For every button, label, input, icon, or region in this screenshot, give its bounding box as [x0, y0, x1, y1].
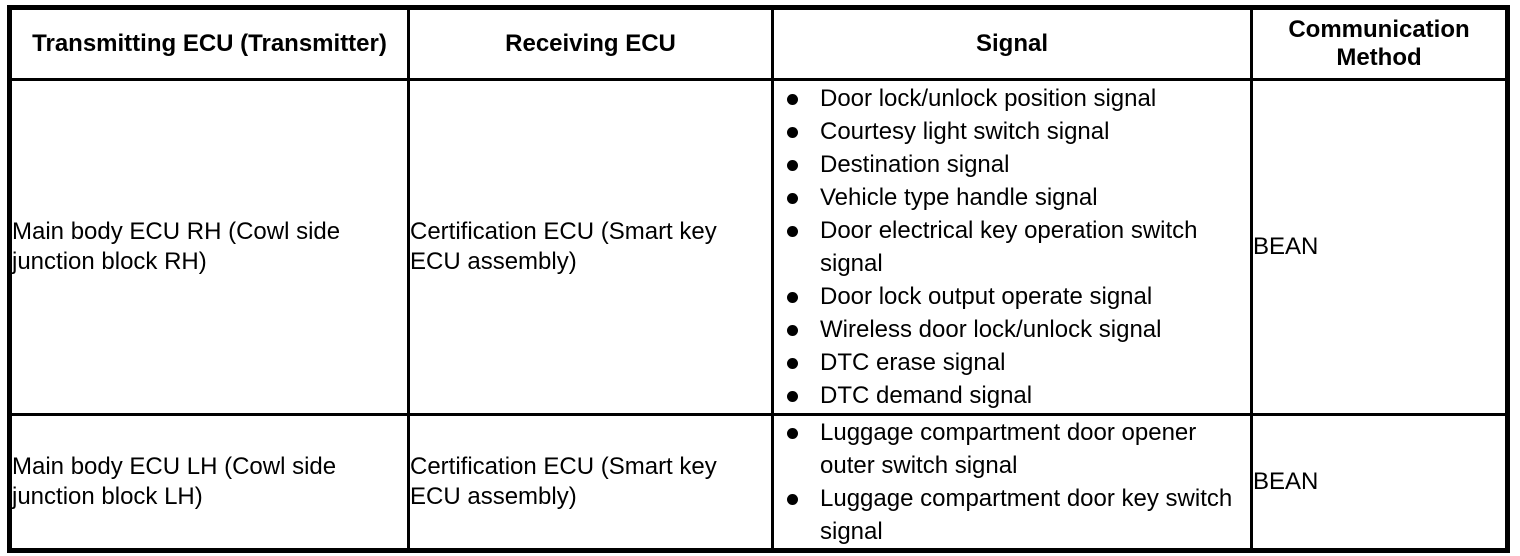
table-row: Main body ECU RH (Cowl side junction blo…: [8, 78, 1509, 416]
bullet-icon: [787, 127, 798, 138]
signal-label: Luggage compartment door opener outer sw…: [820, 419, 1197, 479]
cell-signal: Luggage compartment door opener outer sw…: [771, 413, 1253, 552]
list-item: Door electrical key operation switch sig…: [774, 214, 1250, 280]
list-item: Luggage compartment door opener outer sw…: [774, 416, 1250, 482]
signal-label: Destination signal: [820, 151, 1010, 178]
bullet-icon: [787, 325, 798, 336]
list-item: Wireless door lock/unlock signal: [774, 313, 1250, 346]
signal-list: Luggage compartment door opener outer sw…: [774, 416, 1250, 548]
list-item: Destination signal: [774, 148, 1250, 181]
table-header: Transmitting ECU (Transmitter) Receiving…: [8, 6, 1509, 81]
list-item: Luggage compartment door key switch sign…: [774, 482, 1250, 548]
list-item: Door lock/unlock position signal: [774, 82, 1250, 115]
list-item: DTC erase signal: [774, 346, 1250, 379]
signal-label: DTC erase signal: [820, 349, 1006, 376]
bullet-icon: [787, 94, 798, 105]
bullet-icon: [787, 226, 798, 237]
table-body: Main body ECU RH (Cowl side junction blo…: [8, 78, 1509, 552]
list-item: Courtesy light switch signal: [774, 115, 1250, 148]
cell-transmitting-ecu: Main body ECU RH (Cowl side junction blo…: [8, 78, 410, 416]
bullet-icon: [787, 292, 798, 303]
bullet-icon: [787, 494, 798, 505]
signal-label: Door electrical key operation switch sig…: [820, 217, 1198, 277]
bullet-icon: [787, 160, 798, 171]
signal-list: Door lock/unlock position signal Courtes…: [774, 82, 1250, 412]
signal-label: Door lock output operate signal: [820, 283, 1153, 310]
list-item: Door lock output operate signal: [774, 280, 1250, 313]
signal-label: Wireless door lock/unlock signal: [820, 316, 1162, 343]
signal-label: Door lock/unlock position signal: [820, 85, 1157, 112]
list-item: Vehicle type handle signal: [774, 181, 1250, 214]
column-header-transmitting-ecu: Transmitting ECU (Transmitter): [8, 6, 410, 81]
signal-label: Courtesy light switch signal: [820, 118, 1110, 145]
cell-transmitting-ecu: Main body ECU LH (Cowl side junction blo…: [8, 413, 410, 552]
bullet-icon: [787, 428, 798, 439]
cell-signal: Door lock/unlock position signal Courtes…: [771, 78, 1253, 416]
ecu-communication-table: Transmitting ECU (Transmitter) Receiving…: [7, 5, 1510, 553]
signal-label: Vehicle type handle signal: [820, 184, 1098, 211]
bullet-icon: [787, 358, 798, 369]
table-row: Main body ECU LH (Cowl side junction blo…: [8, 413, 1509, 552]
column-header-communication-method: Communication Method: [1250, 6, 1509, 81]
bullet-icon: [787, 391, 798, 402]
table-header-row: Transmitting ECU (Transmitter) Receiving…: [8, 6, 1509, 81]
cell-receiving-ecu: Certification ECU (Smart key ECU assembl…: [407, 413, 774, 552]
signal-label: Luggage compartment door key switch sign…: [820, 485, 1233, 545]
column-header-signal: Signal: [771, 6, 1253, 81]
cell-receiving-ecu: Certification ECU (Smart key ECU assembl…: [407, 78, 774, 416]
signal-label: DTC demand signal: [820, 382, 1033, 409]
column-header-receiving-ecu: Receiving ECU: [407, 6, 774, 81]
list-item: DTC demand signal: [774, 379, 1250, 412]
cell-communication-method: BEAN: [1250, 413, 1509, 552]
bullet-icon: [787, 193, 798, 204]
cell-communication-method: BEAN: [1250, 78, 1509, 416]
